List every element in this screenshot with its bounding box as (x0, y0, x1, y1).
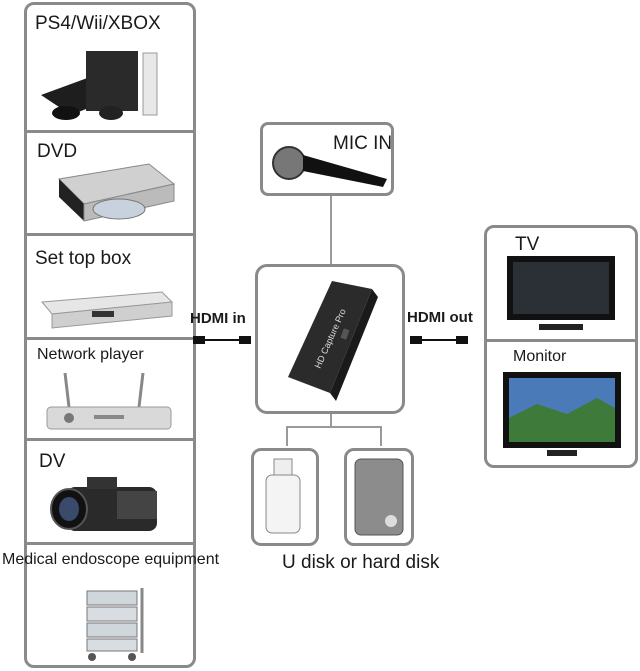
mic-panel: MIC IN (260, 122, 394, 196)
source-dvd: DVD (27, 133, 193, 236)
mic-label: MIC IN (333, 133, 393, 154)
network-player-label: Network player (37, 346, 144, 363)
source-endoscope (27, 545, 193, 671)
tv-label: TV (515, 234, 540, 255)
set-top-box-label: Set top box (35, 248, 132, 269)
mic-connector-line (330, 196, 332, 264)
source-set-top-box: Set top box (27, 236, 193, 340)
capture-device-image: HD Capture Pro (288, 281, 378, 401)
dv-label: DV (39, 451, 66, 472)
storage-connector-left (286, 426, 288, 446)
hdmi-out-cable-icon (410, 336, 468, 344)
hdmi-in-cable-icon (193, 336, 251, 344)
tv-image (507, 256, 615, 330)
hard-disk-panel (344, 448, 414, 546)
endoscope-label: Medical endoscope equipment (2, 551, 220, 568)
usb-drive-icon (265, 458, 301, 534)
output-panel: TV Monitor (484, 225, 638, 468)
consoles-label: PS4/Wii/XBOX (35, 13, 161, 34)
dvd-label: DVD (37, 141, 78, 162)
set-top-box-image (41, 291, 174, 329)
capture-device-panel: HD Capture Pro (255, 264, 405, 414)
source-dv: DV (27, 441, 193, 545)
camcorder-image (50, 477, 157, 531)
source-panel: PS4/Wii/XBOX DVD Set top box Network pla… (24, 2, 196, 668)
storage-connector-right (380, 426, 382, 446)
source-consoles: PS4/Wii/XBOX (27, 5, 193, 133)
network-player-image (46, 372, 172, 430)
hdmi-in-label: HDMI in (190, 310, 246, 327)
microphone-icon (272, 146, 387, 187)
hdmi-out-label: HDMI out (407, 309, 473, 326)
monitor-label: Monitor (513, 348, 567, 365)
source-network-player: Network player (27, 340, 193, 441)
monitor-image (503, 372, 621, 456)
consoles-image (41, 51, 158, 120)
storage-label: U disk or hard disk (282, 552, 440, 573)
storage-connector-horizontal (286, 426, 382, 428)
hard-disk-icon (354, 458, 404, 536)
dvd-drive-image (57, 163, 176, 222)
output-monitor: Monitor (487, 342, 635, 468)
storage-connector-vertical (330, 414, 332, 426)
endoscope-cart-image (86, 588, 144, 661)
usb-disk-panel (251, 448, 319, 546)
output-tv: TV (487, 228, 635, 342)
